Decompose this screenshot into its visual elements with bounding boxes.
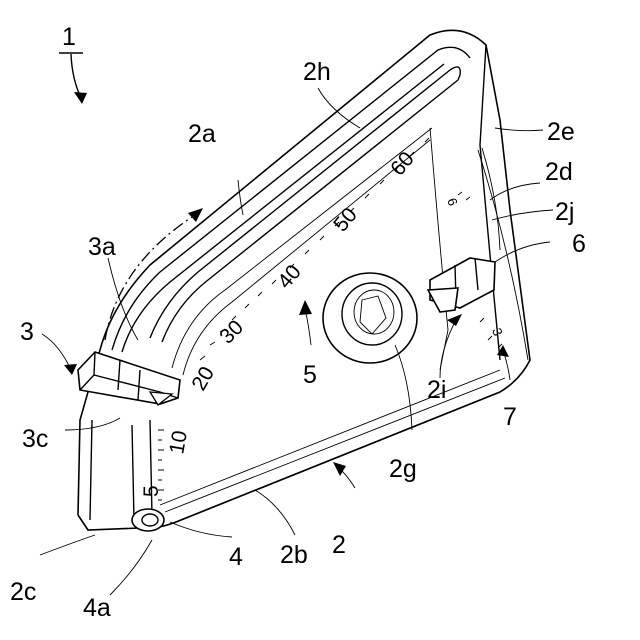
label-2g: 2g	[389, 455, 417, 483]
swing-arrow-head	[188, 208, 203, 222]
label-2h: 2h	[303, 58, 331, 86]
scale-numeral-5: 5	[140, 485, 163, 497]
label-2b: 2b	[280, 541, 308, 569]
label-2a: 2a	[188, 120, 216, 148]
label-4: 4	[229, 543, 243, 571]
label-5: 5	[303, 361, 317, 389]
pivot-knob	[132, 509, 164, 531]
label-4a: 4a	[83, 594, 111, 622]
figure-number: 1	[62, 23, 76, 51]
label-2j: 2j	[555, 198, 574, 226]
label-3: 3	[20, 318, 34, 346]
label-2e: 2e	[547, 118, 575, 146]
label-2i: 2i	[427, 376, 446, 404]
label-7: 7	[503, 403, 517, 431]
arrow-3	[64, 364, 77, 375]
label-2c: 2c	[10, 578, 36, 606]
scale-numeral-10: 10	[165, 429, 192, 456]
figure-arrow-head	[74, 92, 87, 104]
label-6: 6	[572, 230, 586, 258]
label-2d: 2d	[545, 158, 573, 186]
label-3a: 3a	[88, 233, 116, 261]
hub-ring	[323, 273, 417, 363]
arrow-2	[333, 462, 346, 476]
label-3c: 3c	[22, 425, 48, 453]
label-2: 2	[332, 531, 346, 559]
